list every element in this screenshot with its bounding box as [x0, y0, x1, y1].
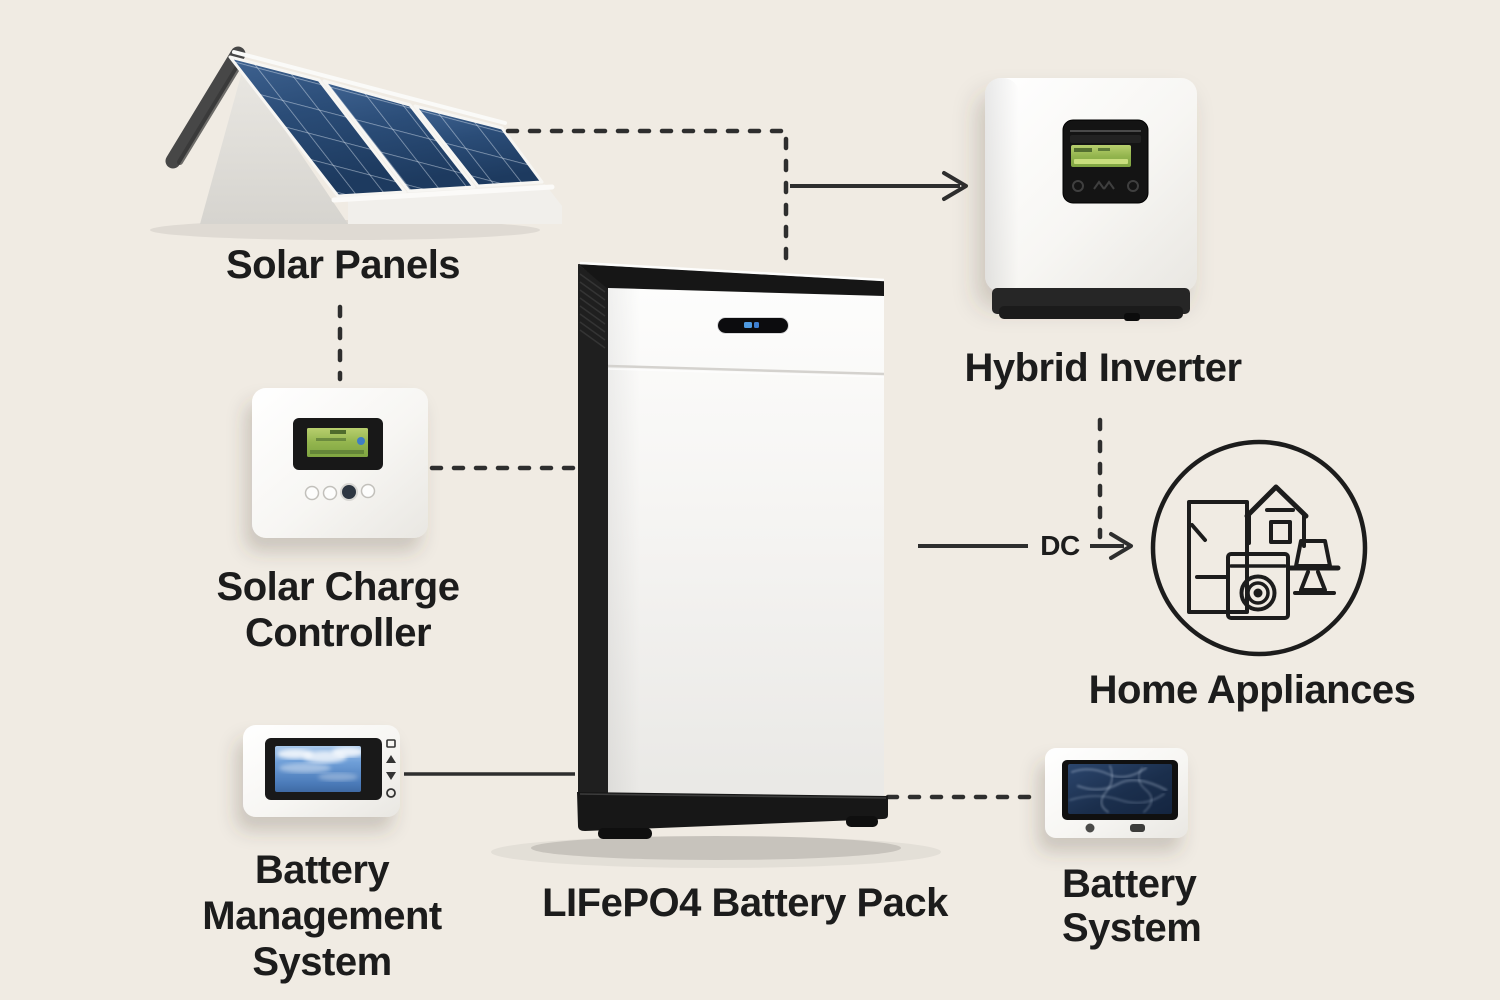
controller-button-2 [322, 485, 338, 501]
connector-panels-to-battery-dashed [505, 128, 789, 263]
battery-top-cap [578, 264, 884, 297]
battery-led-1 [744, 322, 752, 328]
inverter-lcd-text-2 [1098, 148, 1110, 151]
controller-lcd-text-1 [330, 430, 346, 434]
controller-button-3 [340, 483, 358, 501]
battery-system-button-dot [1085, 823, 1095, 833]
bms-label: Battery Management System [122, 847, 522, 985]
battery-system-illustration [1045, 748, 1188, 838]
battery-foot-right [846, 816, 878, 827]
arrow-to-inverter [790, 171, 968, 201]
hybrid-inverter-label: Hybrid Inverter [964, 346, 1242, 390]
controller-button-1 [304, 485, 320, 501]
inverter-icon-waves [1093, 180, 1115, 190]
refrigerator-icon [1187, 500, 1249, 614]
battery-shadow-outer [491, 836, 941, 868]
battery-seam-highlight [607, 368, 885, 378]
home-appliances-label: Home Appliances [1088, 668, 1416, 712]
battery-system-label: Battery System [1062, 862, 1362, 950]
inverter-icon-output [1127, 180, 1139, 192]
inverter-lcd-bar [1074, 159, 1128, 164]
battery-top-highlight [579, 261, 885, 282]
controller-buttons [304, 483, 376, 501]
controller-lcd-text-2 [316, 438, 346, 441]
battery-system-label-line2: System [1062, 906, 1202, 950]
solar-panel-1 [228, 55, 407, 198]
solar-charge-controller-label: Solar Charge Controller [138, 564, 538, 656]
house-shadow [150, 220, 540, 240]
battery-front-left-shade [608, 288, 640, 806]
battery-indicator-pill [716, 316, 790, 335]
roof-left-slope-shade [177, 59, 244, 165]
controller-button-4 [360, 483, 376, 499]
bms-button-menu-icon [386, 739, 396, 748]
inverter-base-lip [999, 306, 1183, 319]
inverter-base-notch [1124, 313, 1140, 321]
solar-charge-controller-label-line2: Controller [244, 611, 432, 655]
bms-buttons [386, 739, 396, 798]
home-appliances-icon [1150, 439, 1368, 657]
desk-monitor-icon [1287, 539, 1341, 595]
inverter-screen-strip [1070, 135, 1141, 143]
controller-lcd-dot [357, 437, 365, 445]
solar-charge-controller-label-line1: Solar Charge [216, 565, 460, 609]
solar-panels-label: Solar Panels [225, 243, 461, 287]
battery-foot-left [598, 828, 652, 839]
dc-arrow-to-appliances [918, 532, 1133, 560]
battery-system-screen-marble [1069, 765, 1168, 813]
battery-side-vents [579, 273, 606, 349]
battery-base-highlight [579, 793, 887, 799]
house-icon [1244, 484, 1309, 548]
solar-panel-2 [322, 79, 476, 193]
bms-label-line2: Management [202, 894, 442, 938]
battery-pack-illustration [491, 261, 941, 868]
roof-left-slope [165, 46, 246, 169]
roof-ridge-highlight [232, 50, 507, 125]
house-gable-wall [200, 68, 348, 224]
battery-front [608, 288, 884, 806]
hybrid-inverter-illustration [985, 78, 1197, 321]
bms-label-line3: System [252, 940, 392, 984]
dc-label: DC [1040, 530, 1080, 561]
bms-illustration [243, 725, 400, 817]
battery-pack-label: LIFePO4 Battery Pack [542, 881, 948, 925]
controller-lcd-bar [310, 450, 364, 454]
washing-machine-icon [1226, 552, 1290, 620]
battery-base [577, 792, 888, 831]
bms-button-up-icon [386, 755, 396, 763]
roof-eave-edge [331, 184, 555, 203]
inverter-touch-icons [1072, 180, 1139, 192]
battery-side-panel [578, 264, 608, 806]
battery-seam [607, 364, 885, 376]
inverter-left-shade [985, 78, 1019, 292]
charge-controller-illustration [252, 388, 428, 538]
connectors [337, 128, 1133, 800]
battery-system-label-line1: Battery [1062, 862, 1197, 906]
appliances-circle [1150, 439, 1368, 657]
bms-label-line1: Battery [254, 848, 390, 892]
inverter-icon-power [1072, 180, 1084, 192]
bms-screen-clouds [277, 747, 361, 781]
solar-panels-illustration [150, 46, 562, 240]
solar-panel-3 [413, 104, 544, 188]
battery-system-port [1130, 824, 1145, 832]
bms-button-down-icon [386, 772, 396, 780]
inverter-lcd-text-1 [1074, 148, 1092, 152]
battery-led-2 [754, 322, 759, 328]
battery-shadow [531, 836, 901, 860]
bms-button-enter-icon [386, 788, 396, 798]
controller-lcd [307, 428, 368, 457]
